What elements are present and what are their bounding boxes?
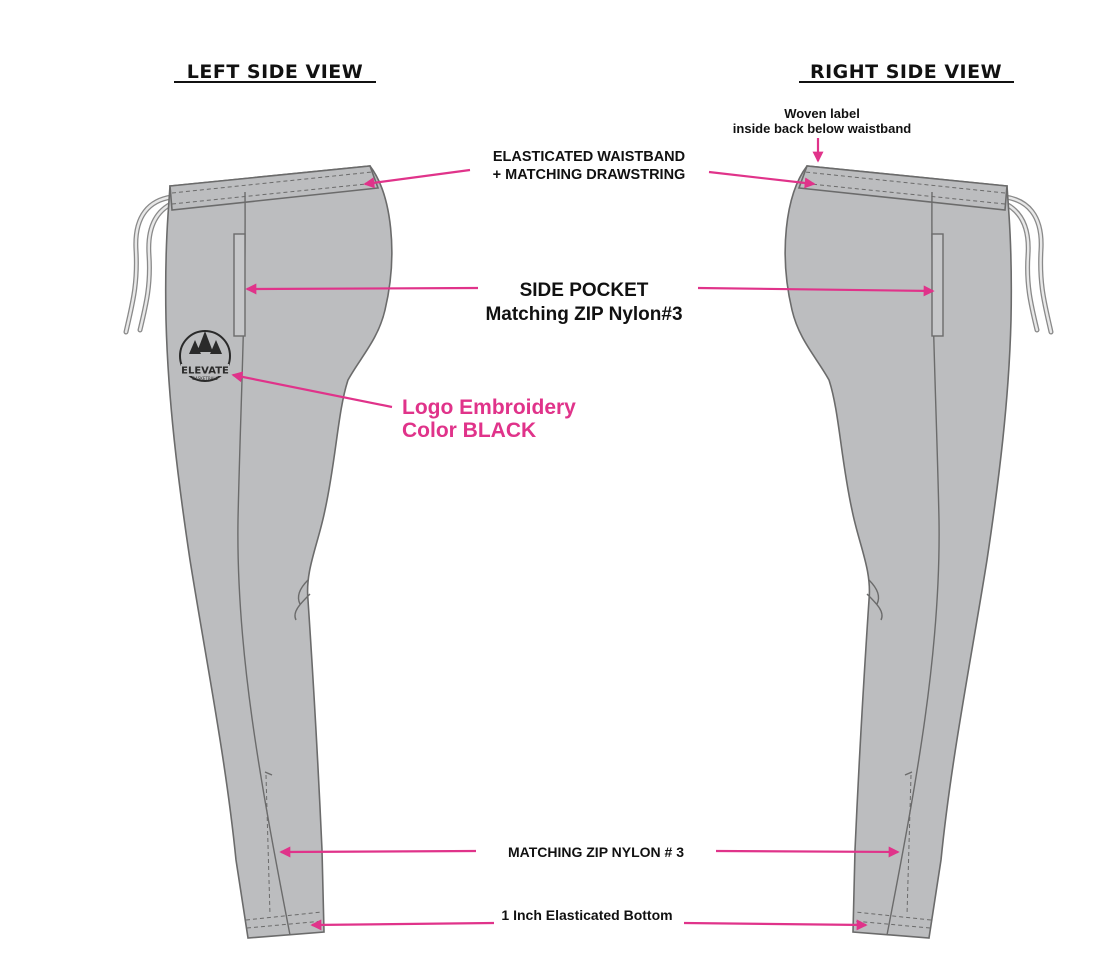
logo-arrow xyxy=(231,371,393,409)
left-drawstring xyxy=(123,194,176,335)
woven-label-line2: inside back below waistband xyxy=(733,121,911,136)
left-pocket-zip xyxy=(233,233,246,337)
right-pant-body xyxy=(784,165,1013,939)
tree-icon xyxy=(210,340,222,354)
woven-label-line1: Woven label xyxy=(784,106,860,121)
logo-embroidery-label-line2: Color BLACK xyxy=(402,419,536,442)
side-pocket-label-line2: Matching ZIP Nylon#3 xyxy=(485,304,682,325)
hem-zip-arrow-left xyxy=(279,846,477,858)
left-pant-body xyxy=(164,165,393,939)
pocket-arrow-left xyxy=(245,283,479,295)
left-view-title: LEFT SIDE VIEW xyxy=(187,61,363,83)
waistband-arrow-right xyxy=(708,170,816,189)
tree-icon xyxy=(197,331,213,352)
pocket-arrow-right xyxy=(697,285,935,297)
right-side-pant xyxy=(784,165,1054,939)
elasticated-bottom-label: 1 Inch Elasticated Bottom xyxy=(501,907,672,923)
elevate-logo: ELEVATE BASKETBALL xyxy=(179,330,231,382)
bottom-arrow-right xyxy=(683,919,868,931)
left-side-pant: ELEVATE BASKETBALL xyxy=(123,165,393,939)
bottom-arrow-left xyxy=(310,919,495,931)
tree-icon xyxy=(189,340,201,354)
right-pocket-zip xyxy=(931,233,944,337)
logo-main-text: ELEVATE xyxy=(181,366,229,377)
right-view-title: RIGHT SIDE VIEW xyxy=(810,61,1002,83)
waistband-label-line2: + MATCHING DRAWSTRING xyxy=(493,167,686,183)
logo-sub-text: BASKETBALL xyxy=(192,376,218,381)
hem-zip-label: MATCHING ZIP NYLON # 3 xyxy=(508,844,684,860)
hem-zip-arrow-right xyxy=(715,846,900,858)
side-pocket-label-line1: SIDE POCKET xyxy=(520,280,649,301)
waistband-label-line1: ELASTICATED WAISTBAND xyxy=(493,149,685,165)
waistband-arrow-left xyxy=(363,168,471,189)
logo-embroidery-label-line1: Logo Embroidery xyxy=(402,396,576,419)
right-drawstring xyxy=(1001,194,1054,335)
